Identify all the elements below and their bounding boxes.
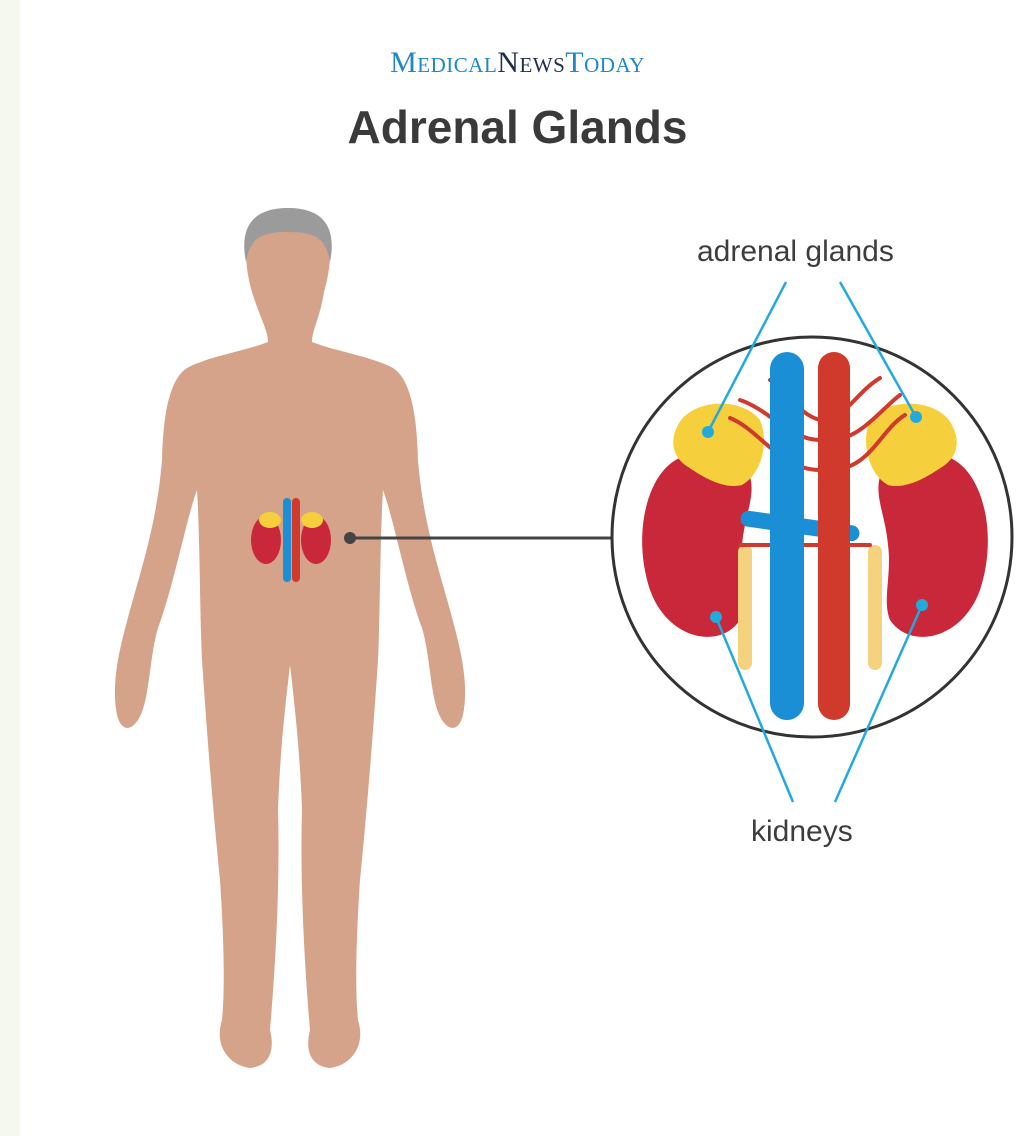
label-adrenal-glands: adrenal glands <box>697 235 894 269</box>
connector-line <box>344 532 612 544</box>
human-body <box>115 212 465 1068</box>
label-kidneys: kidneys <box>751 815 853 849</box>
zoom-circle <box>612 337 1012 737</box>
